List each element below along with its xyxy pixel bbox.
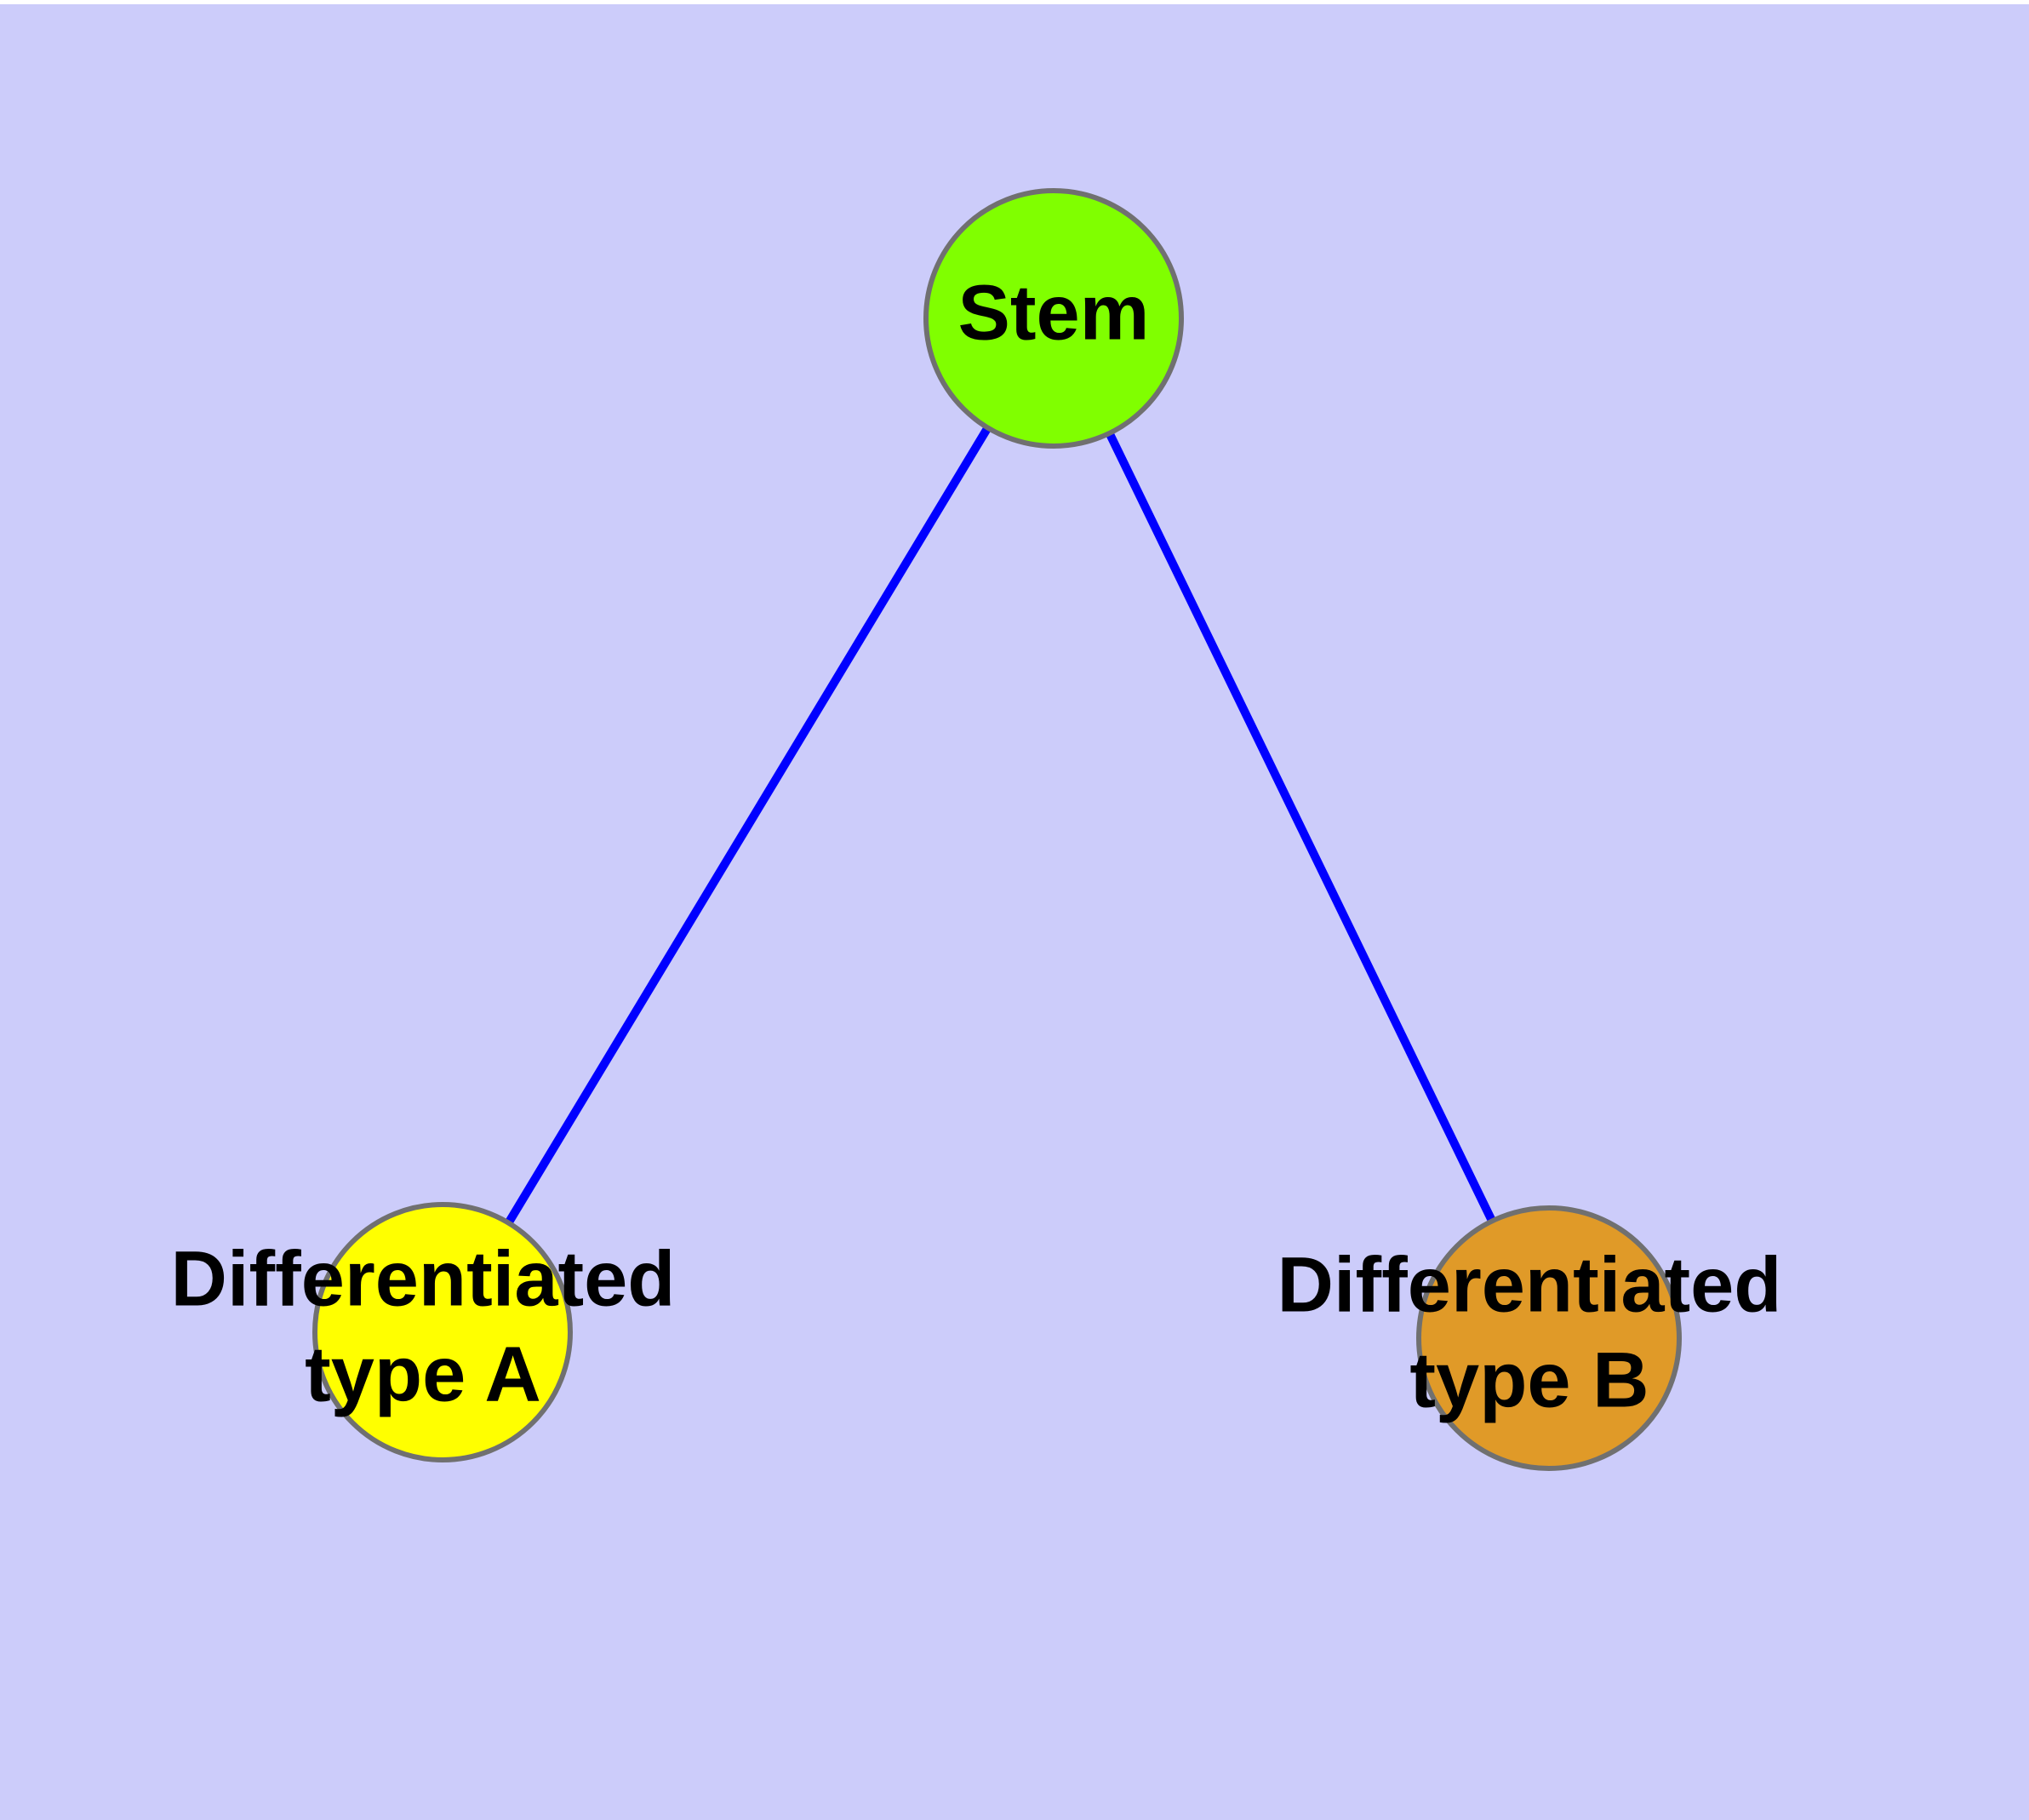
graph-edge-stem-to-diff_a[interactable] xyxy=(438,316,1058,1335)
node-label-stem: Stem xyxy=(958,269,1150,356)
node-label-line: Differentiated xyxy=(1277,1241,1782,1328)
graph-node-stem[interactable] xyxy=(923,188,1184,449)
graph-node-diff_a[interactable] xyxy=(312,1202,573,1462)
edges-layer xyxy=(438,316,1553,1341)
node-label-line: type A xyxy=(305,1331,541,1417)
node-circle-stem[interactable] xyxy=(923,188,1184,449)
node-label-line: type B xyxy=(1409,1336,1649,1423)
node-label-line: Differentiated xyxy=(171,1235,676,1322)
node-circle-diff_b[interactable] xyxy=(1416,1205,1682,1471)
graph-edge-stem-to-diff_b[interactable] xyxy=(1049,316,1553,1341)
node-label-diff_a: Differentiated type A xyxy=(171,1235,676,1417)
graph-node-diff_b[interactable] xyxy=(1416,1205,1682,1471)
node-label-line: Stem xyxy=(958,269,1150,356)
node-circle-diff_a[interactable] xyxy=(312,1202,573,1462)
